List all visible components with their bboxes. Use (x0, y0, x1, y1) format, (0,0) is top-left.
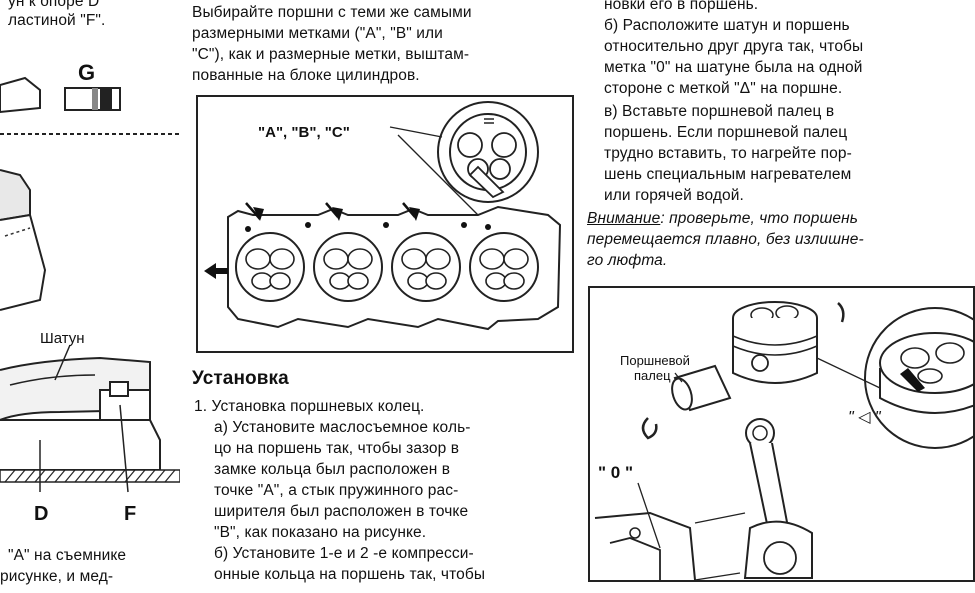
piston-pin-label-1: Поршневой (620, 353, 690, 368)
para-a-line-3: замке кольца был расположен в (214, 461, 451, 478)
para-b-line-2: онные кольца на поршень так, чтобы (214, 566, 486, 583)
label-f: F (124, 503, 136, 525)
left-bottom-line-2: рисунке, и мед- (0, 568, 114, 585)
para-b-right-line-2: относительно друг друга так, чтобы (604, 38, 864, 55)
cylinder-block-figure: "А", "В", "С" (196, 95, 574, 353)
label-d: D (34, 503, 48, 525)
intro-line-3: "С"), как и размерные метки, выштам- (192, 46, 470, 63)
para-a-line-4: точке "А", а стык пружинного рас- (214, 482, 459, 499)
para-b-right-line-4: стороне с меткой "Δ" на поршне. (604, 80, 843, 97)
para-b-right-line-1: б) Расположите шатун и поршень (604, 17, 850, 34)
para-a-line-2: цо на поршень так, чтобы зазор в (214, 440, 460, 457)
size-marks-label: "А", "В", "С" (258, 124, 350, 141)
para-b-line-1: б) Установите 1-е и 2 -е компресси- (214, 545, 474, 562)
label-g: G (78, 60, 95, 85)
attention-note: Внимание: проверьте, что поршень (587, 208, 858, 229)
piston-pin-label-2: палец (634, 368, 671, 383)
para-v-line-4: шень специальным нагревателем (604, 166, 852, 183)
section-heading-installation: Установка (192, 368, 289, 389)
connecting-rod-removal-figure: G Шатун D F (0, 60, 180, 525)
right-column: новки его в поршень. б) Расположите шату… (582, 0, 975, 593)
attention-rest: : проверьте, что поршень (660, 210, 859, 227)
para-v-line-5: или горячей водой. (604, 187, 744, 204)
mark-zero-label: " 0 " (598, 463, 633, 482)
para-a-line-6: "В", как показано на рисунке. (214, 524, 427, 541)
mark-delta-label: " ◁ " (848, 409, 882, 426)
left-text-line-1: ун к опоре D (8, 0, 100, 10)
para-a-line-5: ширителя был расположен в точке (214, 503, 469, 520)
para-b-right-line-3: метка "0" на шатуне была на одной (604, 59, 863, 76)
attention-line-2: перемещается плавно, без излишне- (587, 231, 864, 248)
attention-line-3: го люфта. (587, 252, 668, 269)
left-column: ун к опоре D ластиной "F". G (0, 0, 180, 593)
label-shatun: Шатун (40, 330, 85, 347)
right-top-line: новки его в поршень. (604, 0, 759, 13)
para-a-line-1: а) Установите маслосъемное коль- (214, 419, 471, 436)
left-text-line-2: ластиной "F". (8, 12, 106, 29)
para-v-line-1: в) Вставьте поршневой палец в (604, 103, 835, 120)
intro-line-2: размерными метками ("А", "В" или (192, 25, 443, 42)
intro-line-4: пованные на блоке цилиндров. (192, 67, 420, 84)
piston-pin-figure: Поршневой палец " 0 " " ◁ " (588, 286, 975, 582)
attention-word: Внимание (587, 210, 661, 227)
para-v-line-3: трудно вставить, то нагрейте пор- (604, 145, 852, 162)
intro-line-1: Выбирайте поршни с теми же самыми (192, 4, 472, 21)
middle-column: Выбирайте поршни с теми же самыми размер… (190, 0, 575, 593)
left-bottom-line-1: "А" на съемнике (8, 547, 127, 564)
item-1-title: 1. Установка поршневых колец. (194, 398, 425, 415)
para-v-line-2: поршень. Если поршневой палец (604, 124, 848, 141)
